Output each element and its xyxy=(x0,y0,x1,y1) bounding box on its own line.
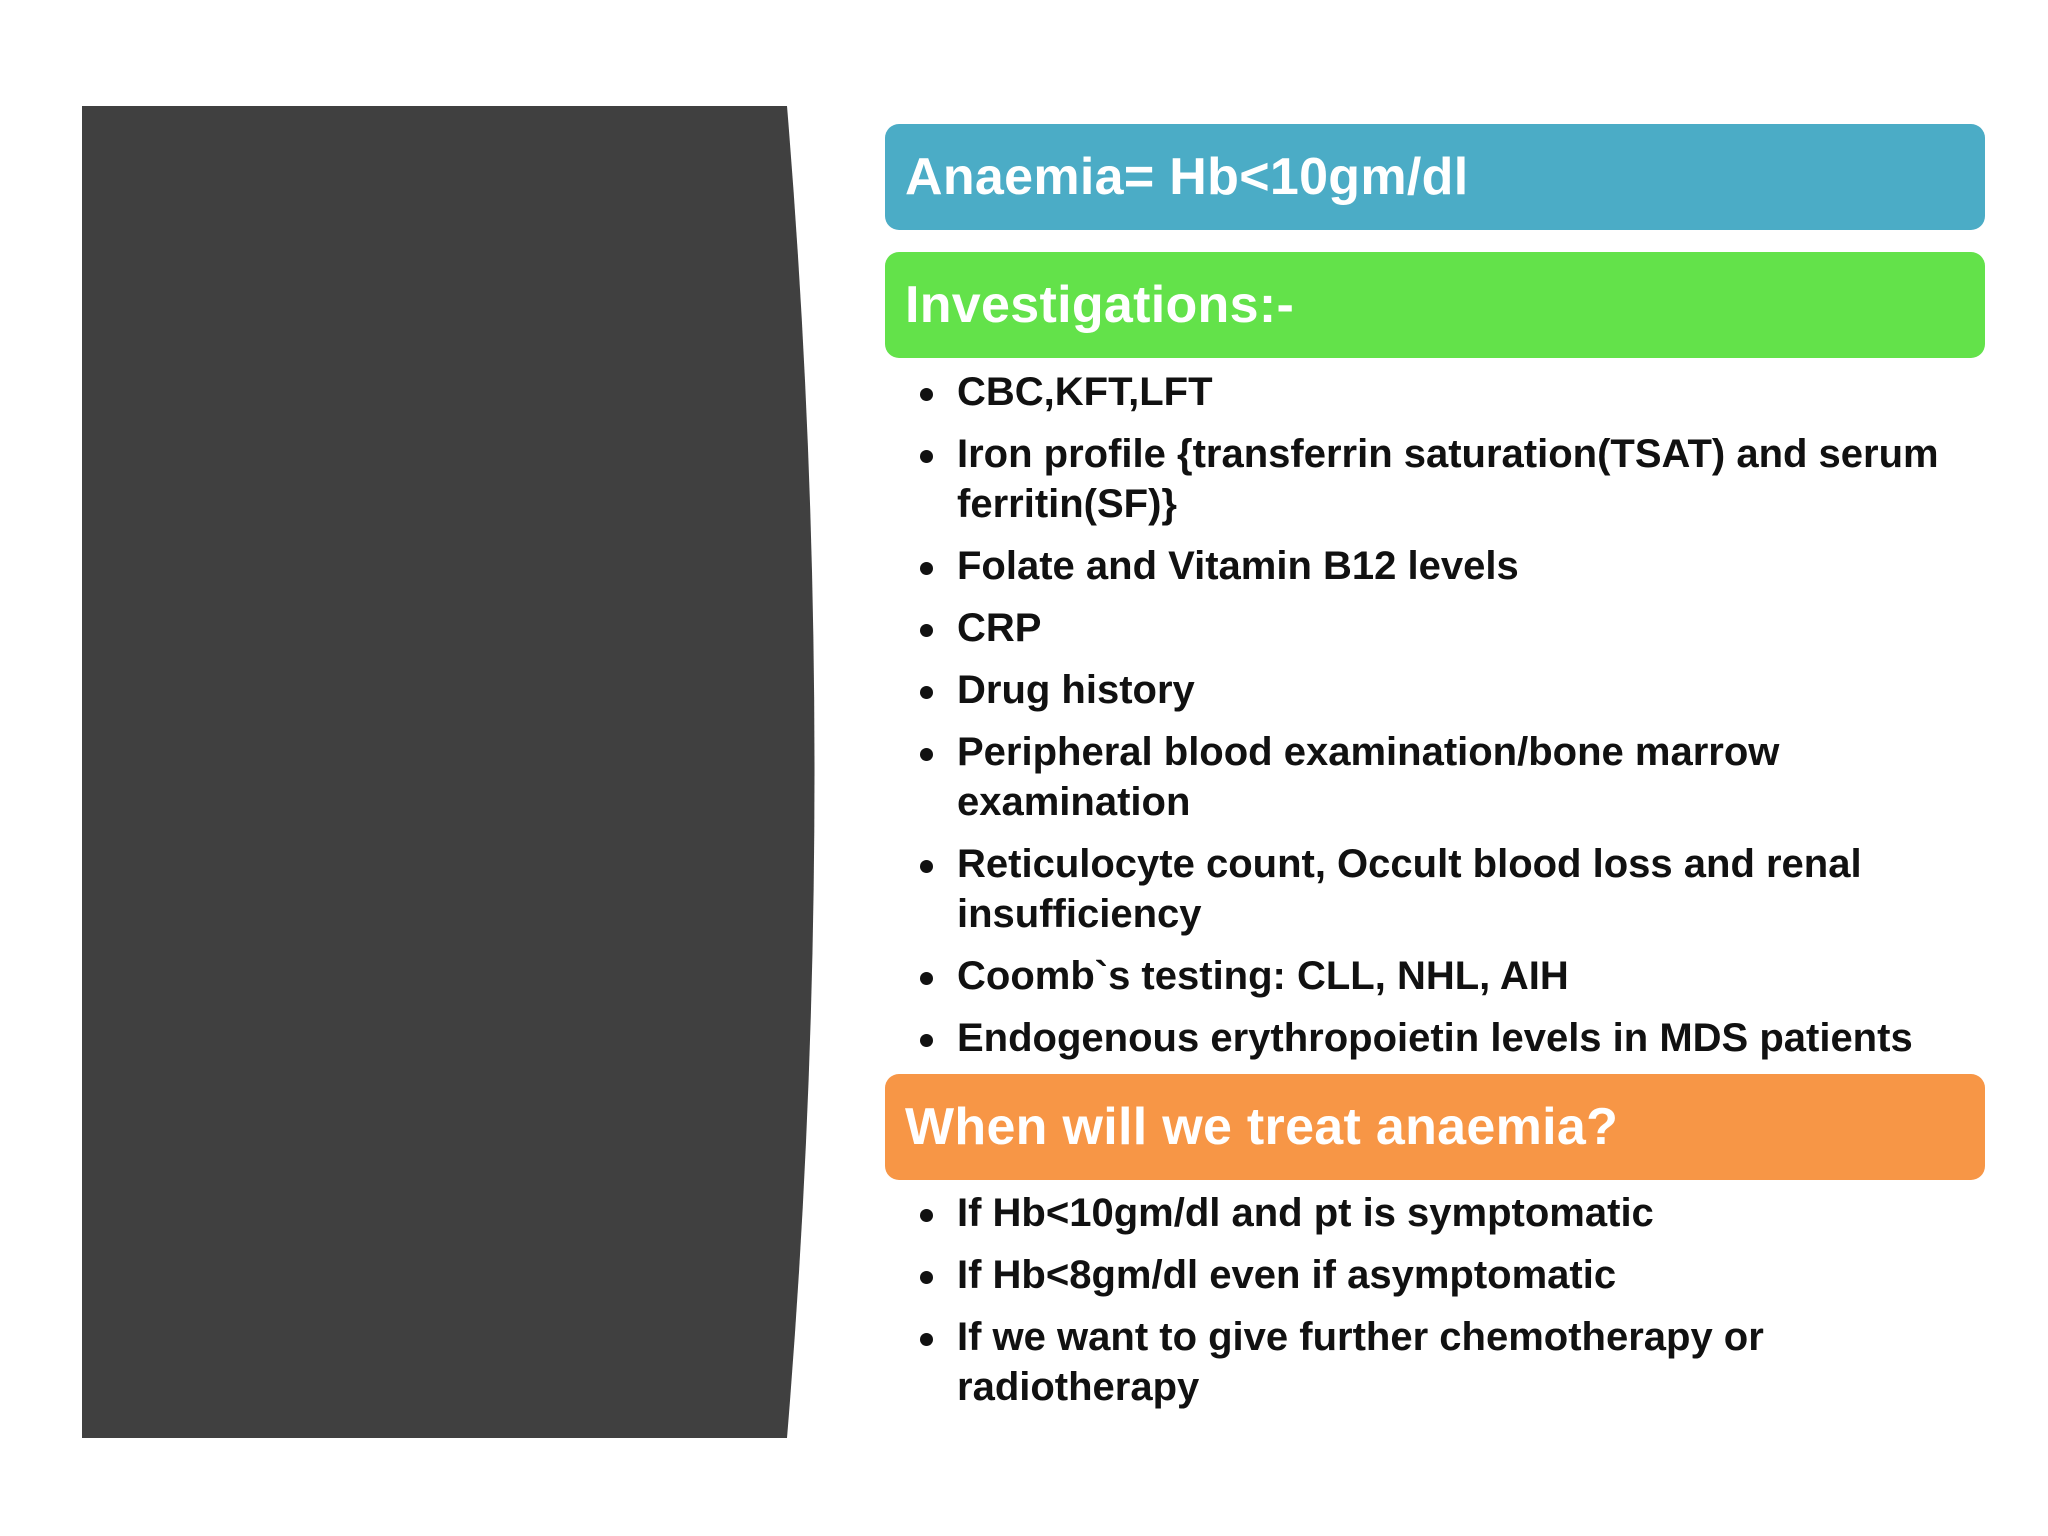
treat-anaemia-header-text: When will we treat anaemia? xyxy=(905,1098,1619,1156)
list-item: If we want to give further chemotherapy … xyxy=(915,1312,1995,1412)
list-item: Reticulocyte count, Occult blood loss an… xyxy=(915,839,1995,939)
anaemia-definition-header: Anaemia= Hb<10gm/dl xyxy=(885,124,1985,230)
list-item: Endogenous erythropoietin levels in MDS … xyxy=(915,1013,1995,1063)
list-item: Coomb`s testing: CLL, NHL, AIH xyxy=(915,951,1995,1001)
list-item: CBC,KFT,LFT xyxy=(915,367,1995,417)
list-item: Folate and Vitamin B12 levels xyxy=(915,541,1995,591)
investigations-header: Investigations:- xyxy=(885,252,1985,358)
anaemia-definition-text: Anaemia= Hb<10gm/dl xyxy=(905,148,1469,206)
investigations-list: CBC,KFT,LFT Iron profile {transferrin sa… xyxy=(915,367,1995,1075)
list-item: Iron profile {transferrin saturation(TSA… xyxy=(915,429,1995,529)
treat-criteria-list: If Hb<10gm/dl and pt is symptomatic If H… xyxy=(915,1188,1995,1424)
dark-panel-shape xyxy=(82,106,815,1438)
list-item: If Hb<8gm/dl even if asymptomatic xyxy=(915,1250,1995,1300)
treat-anaemia-header: When will we treat anaemia? xyxy=(885,1074,1985,1180)
decorative-dark-panel xyxy=(82,106,842,1438)
list-item: CRP xyxy=(915,603,1995,653)
list-item: Drug history xyxy=(915,665,1995,715)
list-item: If Hb<10gm/dl and pt is symptomatic xyxy=(915,1188,1995,1238)
investigations-header-text: Investigations:- xyxy=(905,276,1295,334)
list-item: Peripheral blood examination/bone marrow… xyxy=(915,727,1995,827)
